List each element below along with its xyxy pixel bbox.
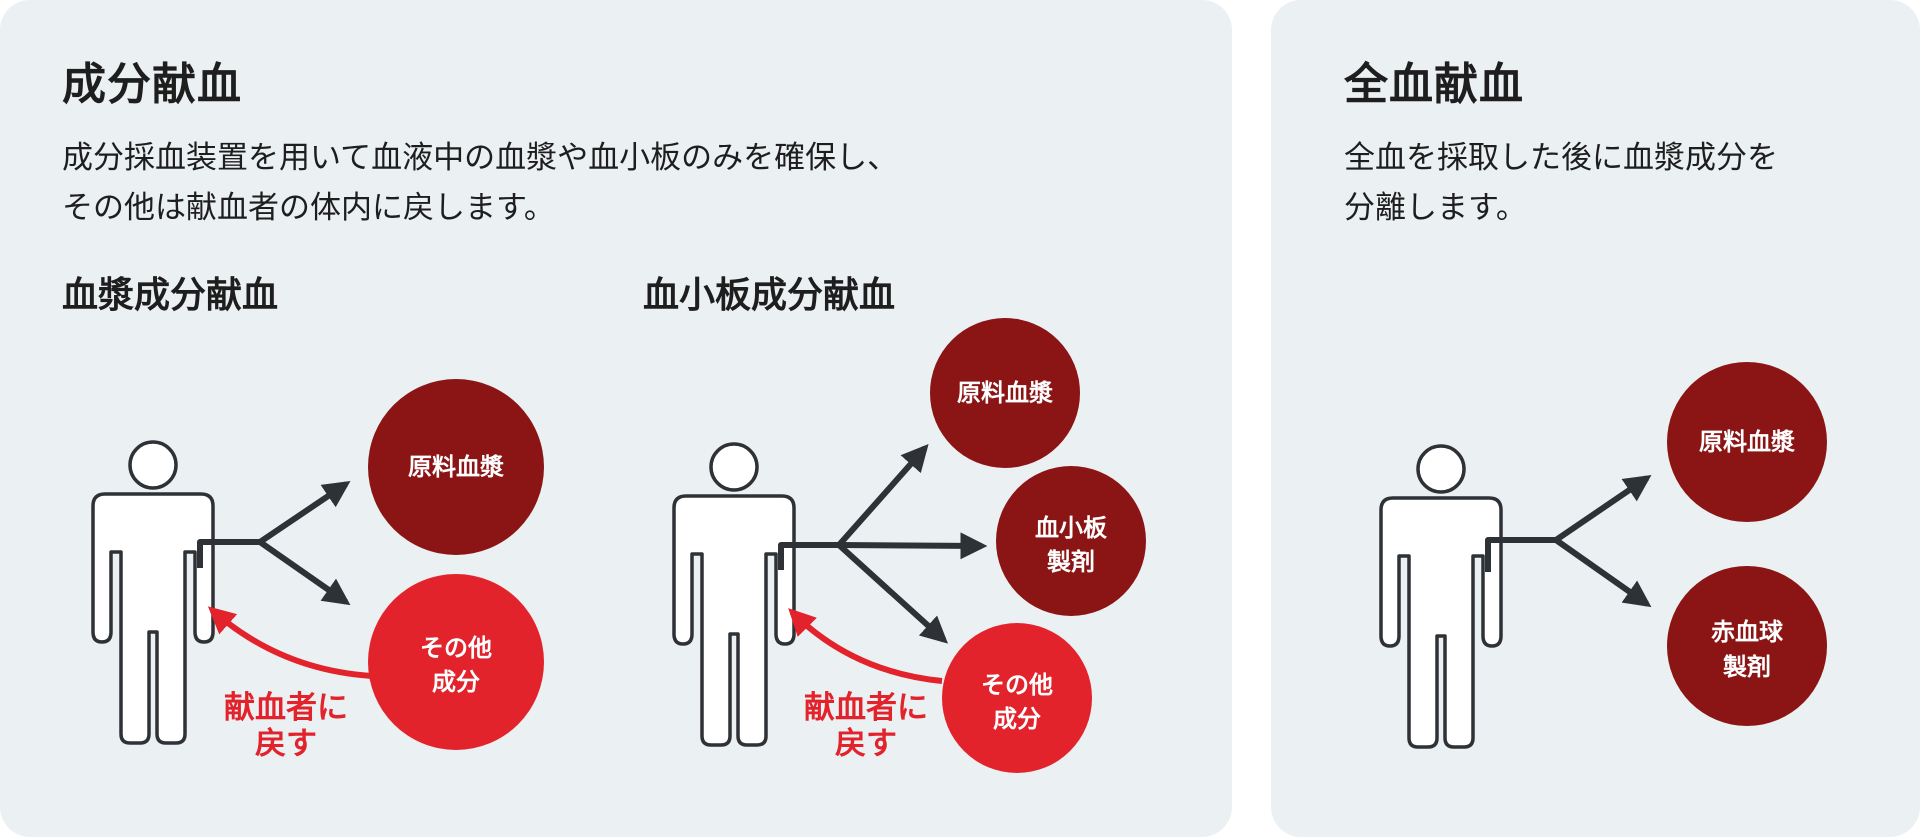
arrow-to-other: [258, 539, 351, 606]
platelet-donation-subtitle: 血小板成分献血: [643, 275, 896, 316]
other-components-label-1: その他: [420, 634, 492, 662]
panel-title: 全血献血: [1344, 59, 1524, 110]
raw-plasma-circle: [1667, 362, 1827, 522]
donor-person-icon: [1379, 444, 1503, 749]
raw-plasma-label: 原料血漿: [957, 379, 1053, 407]
other-components-label-2: 成分: [993, 705, 1041, 733]
raw-plasma-label: 原料血漿: [408, 453, 504, 481]
panel-title: 成分献血: [62, 59, 242, 110]
return-label-1: 献血者に: [224, 690, 348, 726]
other-components-label-1: その他: [981, 671, 1053, 699]
red-cell-product-label-2: 製剤: [1723, 653, 1771, 681]
platelet-product-circle: [996, 466, 1146, 616]
collection-line: [778, 542, 839, 570]
return-label-1: 献血者に: [804, 690, 928, 726]
donor-person-icon: [91, 440, 215, 745]
raw-plasma-label: 原料血漿: [1699, 428, 1795, 456]
panel-description-line-1: 成分採血装置を用いて血液中の血漿や血小板のみを確保し、: [62, 140, 899, 176]
arrow-to-plasma: [836, 443, 929, 547]
other-components-label-2: 成分: [432, 668, 480, 696]
return-label-2: 戻す: [835, 726, 897, 762]
panel-description-line-2: その他は献血者の体内に戻します。: [62, 190, 555, 226]
panel-description-line-1: 全血を採取した後に血漿成分を: [1344, 140, 1778, 176]
other-components-circle: [368, 574, 544, 750]
collection-line: [197, 539, 260, 568]
plasma-donation-diagram: 原料血漿 その他 成分 献血者に 戻す: [91, 379, 544, 762]
red-cell-product-circle: [1667, 566, 1827, 726]
arrow-to-other: [836, 542, 949, 644]
platelet-product-label-1: 血小板: [1035, 514, 1108, 542]
apheresis-donation-panel: 成分献血 成分採血装置を用いて血液中の血漿や血小板のみを確保し、 その他は献血者…: [0, 0, 1232, 837]
arrow-to-red-cells: [1554, 537, 1652, 608]
donor-person-icon: [672, 442, 796, 747]
return-arrow: [207, 606, 373, 679]
raw-plasma-circle: [368, 379, 544, 555]
plasma-donation-subtitle: 血漿成分献血: [62, 275, 279, 316]
arrow-to-platelet: [838, 532, 988, 560]
platelet-donation-diagram: 原料血漿 血小板 製剤 その他 成分 献血者に 戻す: [672, 318, 1146, 773]
return-arrow: [788, 608, 943, 684]
other-components-circle: [942, 623, 1092, 773]
platelet-product-label-2: 製剤: [1047, 548, 1095, 576]
red-cell-product-label-1: 赤血球: [1711, 618, 1784, 646]
arrow-to-plasma: [1554, 474, 1652, 543]
arrow-to-plasma: [258, 480, 351, 545]
raw-plasma-circle: [930, 318, 1080, 468]
whole-blood-donation-diagram: 原料血漿 赤血球 製剤: [1379, 362, 1827, 749]
whole-blood-donation-panel: 全血献血 全血を採取した後に血漿成分を 分離します。 原料血漿 赤血球 製剤: [1271, 0, 1920, 837]
collection-line: [1485, 537, 1556, 572]
panel-description-line-2: 分離します。: [1344, 190, 1527, 226]
return-label-2: 戻す: [255, 726, 317, 762]
